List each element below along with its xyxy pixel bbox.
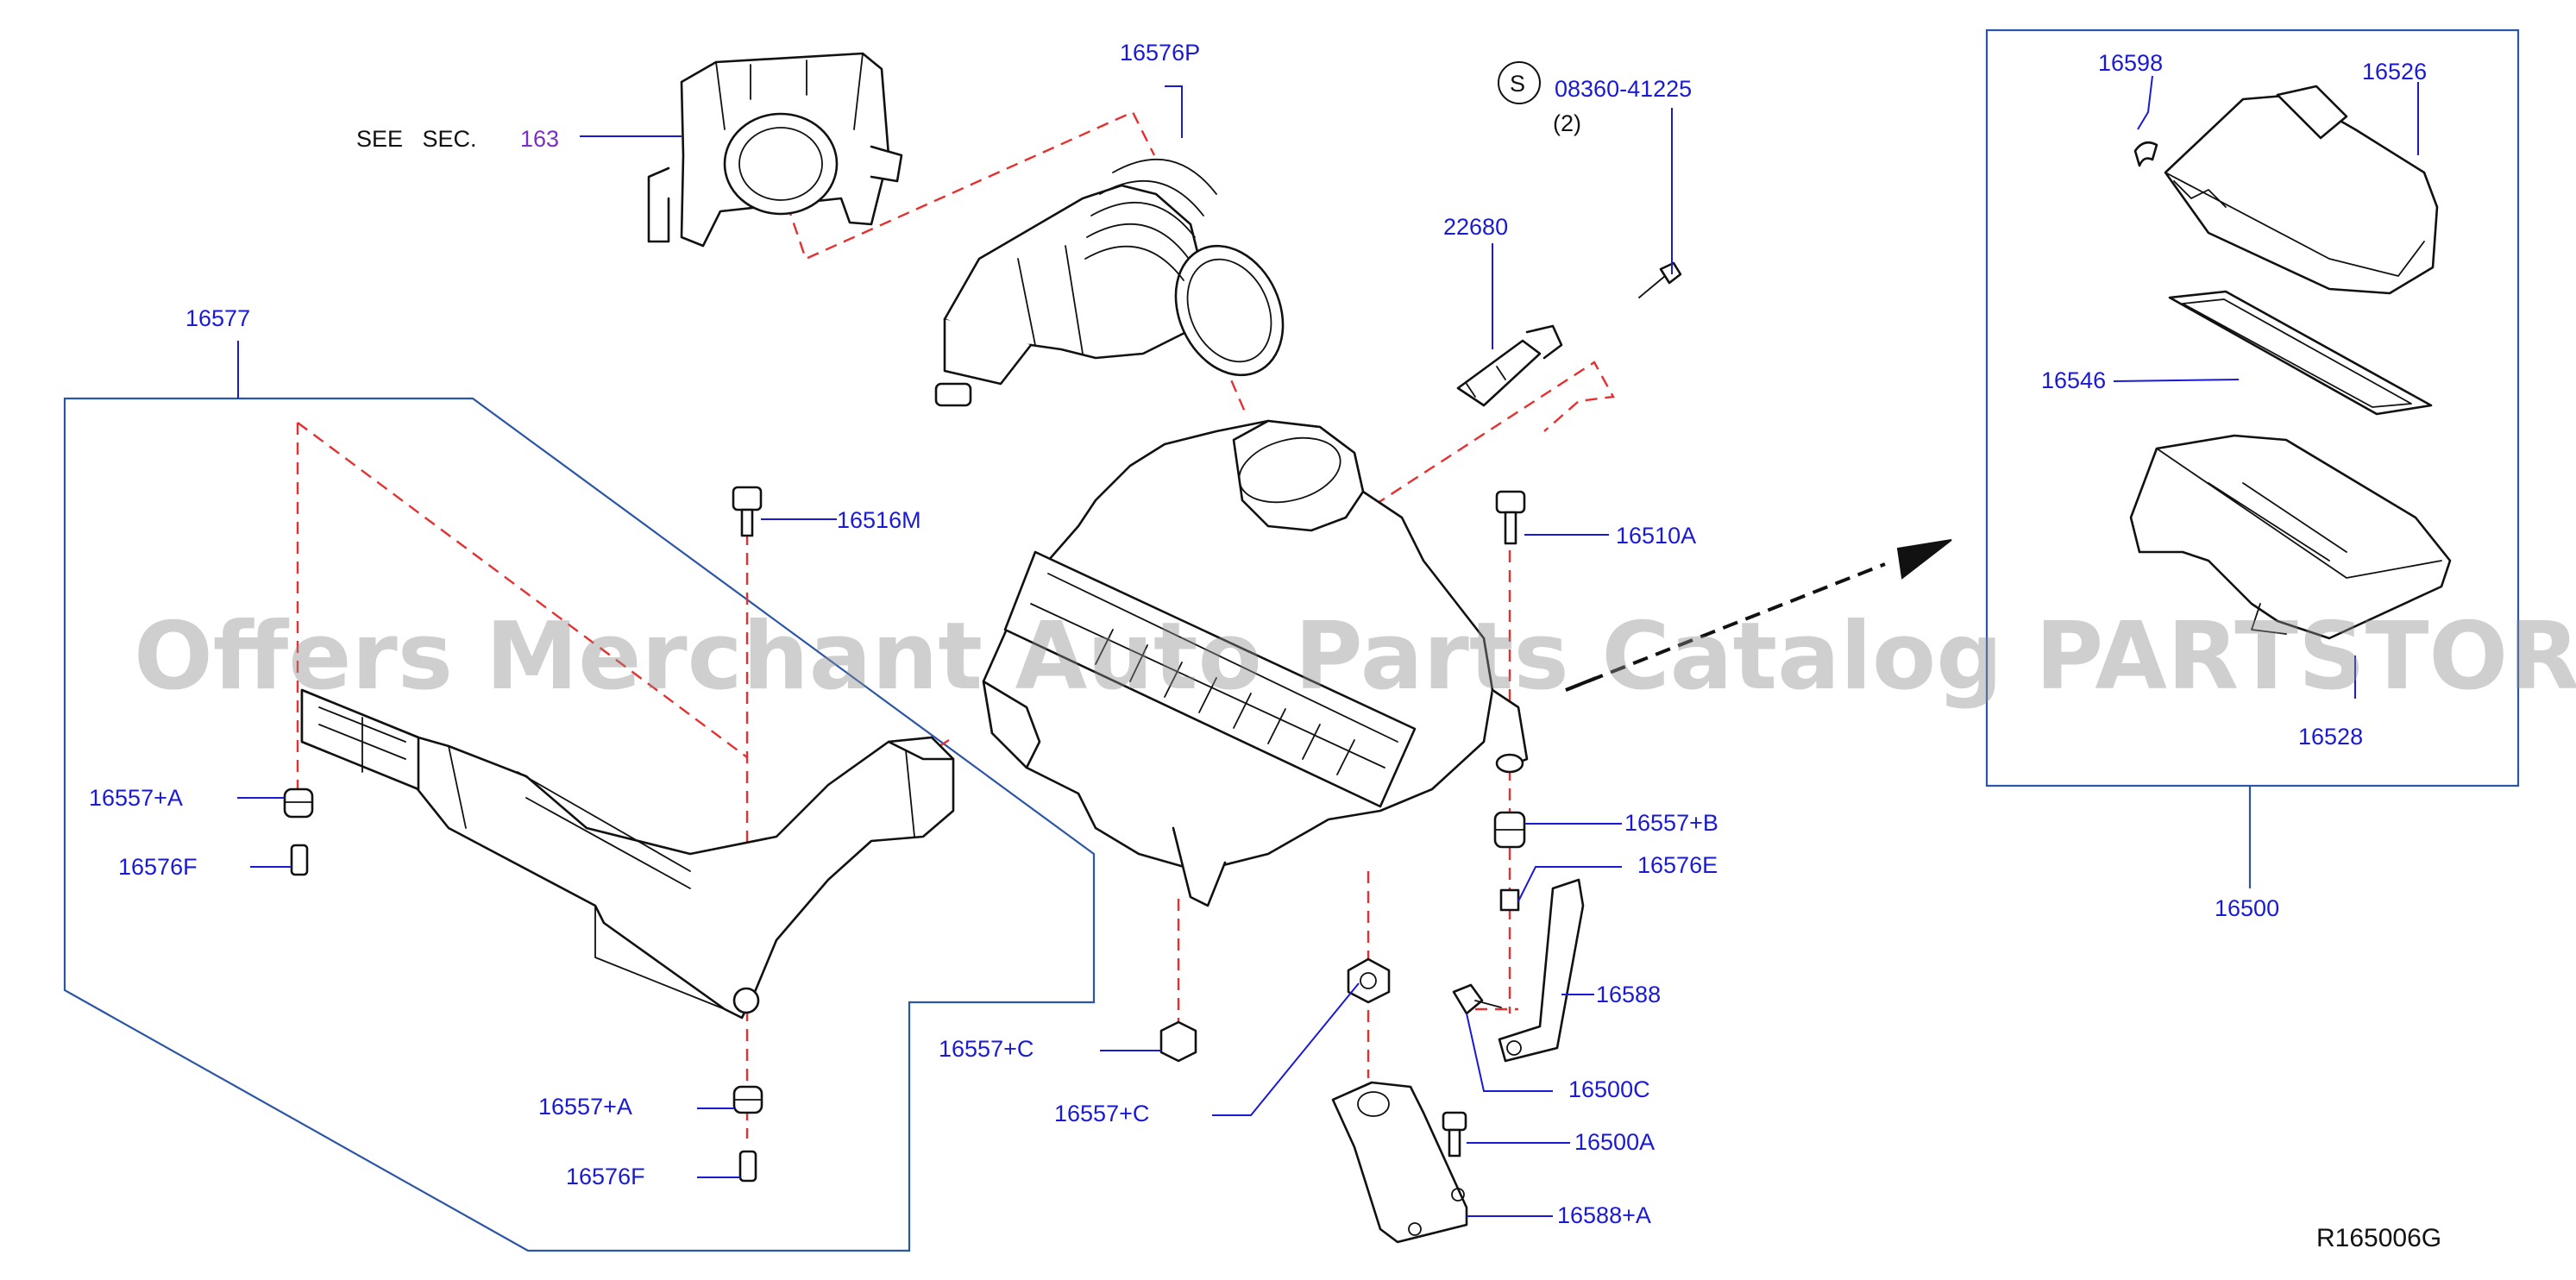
label-16577[interactable]: 16577: [185, 305, 250, 331]
sensor-22680-drawing: [1456, 324, 1563, 407]
label-16557A-1[interactable]: 16557+A: [89, 785, 183, 811]
air-cleaner-exploded-frame: [1985, 28, 2520, 787]
air-cleaner-assembly-drawing: [982, 419, 1529, 907]
intake-tube-drawing: [934, 158, 1285, 407]
grommet-16557a-2-drawing: [732, 1085, 763, 1114]
collar-16576f-2-drawing: [738, 1150, 757, 1183]
label-16557C-2[interactable]: 16557+C: [1054, 1101, 1149, 1126]
filter-element-16546-drawing: [2168, 290, 2433, 416]
label-16598[interactable]: 16598: [2098, 50, 2163, 76]
label-16557A-2[interactable]: 16557+A: [538, 1094, 632, 1120]
label-16516M[interactable]: 16516M: [837, 507, 921, 533]
label-16557C-1[interactable]: 16557+C: [939, 1036, 1034, 1062]
duct-assembly-frame: [63, 397, 1096, 1252]
clip-16598-drawing: [2133, 141, 2158, 167]
label-16557B[interactable]: 16557+B: [1624, 810, 1718, 836]
bolt-08360-drawing: [1638, 261, 1682, 298]
exploded-view-arrow: [1565, 539, 1952, 692]
label-16500C[interactable]: 16500C: [1568, 1076, 1650, 1102]
label-16576F-2[interactable]: 16576F: [566, 1164, 645, 1189]
bracket-16588a-drawing: [1331, 1081, 1468, 1244]
label-22680[interactable]: 22680: [1443, 214, 1508, 240]
label-16528[interactable]: 16528: [2298, 724, 2363, 750]
collar-16576e-drawing: [1499, 888, 1520, 912]
bracket-16588-drawing: [1498, 878, 1585, 1063]
label-16576E[interactable]: 16576E: [1637, 852, 1718, 878]
service-symbol-circle: [1498, 61, 1541, 104]
label-08360-qty: (2): [1553, 110, 1581, 136]
air-cleaner-cover-16526-drawing: [2164, 85, 2439, 295]
air-cleaner-case-16528-drawing: [2129, 434, 2452, 640]
grommet-16557b-drawing: [1493, 811, 1526, 849]
label-16588A[interactable]: 16588+A: [1557, 1202, 1651, 1228]
collar-16576f-1-drawing: [290, 844, 309, 876]
throttle-body-drawing: [647, 52, 903, 248]
leader-lines: [237, 75, 2419, 1217]
bolt-16500c-drawing: [1452, 983, 1502, 1015]
bolt-16500a-drawing: [1442, 1111, 1467, 1158]
bolt-16510a-drawing: [1495, 490, 1526, 545]
section-163-link[interactable]: 163: [520, 126, 559, 152]
label-16576F-1[interactable]: 16576F: [118, 854, 198, 880]
watermark-text: Offers Merchant Auto Parts Catalog PARTS…: [134, 603, 2576, 711]
service-symbol-letter: S: [1510, 71, 1525, 97]
diagram-reference-code: R165006G: [2316, 1224, 2441, 1252]
label-16546[interactable]: 16546: [2041, 367, 2106, 393]
label-08360-41225[interactable]: 08360-41225: [1555, 76, 1692, 102]
label-16510A[interactable]: 16510A: [1616, 523, 1696, 549]
label-16526[interactable]: 16526: [2362, 59, 2427, 85]
see-section-text: SEE SEC.: [356, 126, 477, 152]
bolt-16516m-drawing: [732, 486, 763, 537]
label-16576P[interactable]: 16576P: [1120, 40, 1200, 66]
label-16500A[interactable]: 16500A: [1574, 1129, 1655, 1155]
grommet-16557c-1-drawing: [1159, 1020, 1197, 1063]
label-16588[interactable]: 16588: [1596, 982, 1661, 1007]
intake-duct-drawing: [300, 688, 955, 1020]
grommet-16557c-2-drawing: [1347, 957, 1391, 1004]
label-16500[interactable]: 16500: [2215, 895, 2279, 921]
grommet-16557a-1-drawing: [283, 787, 314, 819]
